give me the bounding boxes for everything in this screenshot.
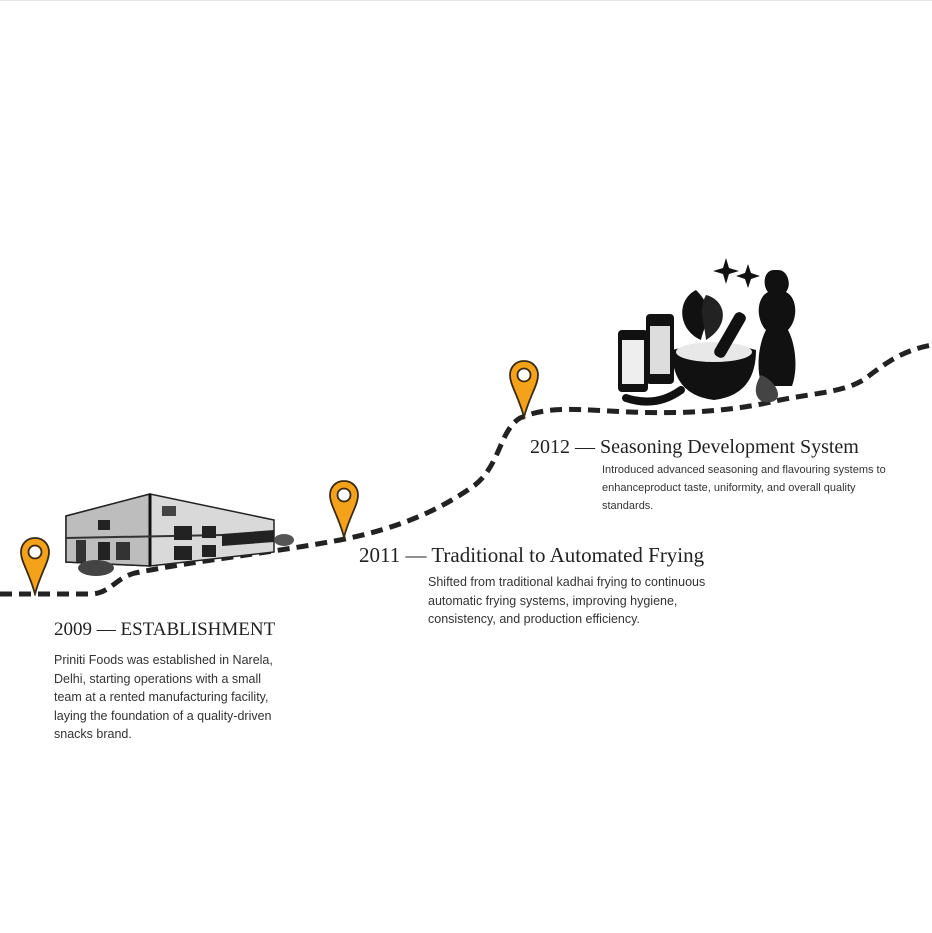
top-border (0, 0, 932, 1)
spices-illustration (618, 258, 796, 406)
map-pin-icon (509, 360, 539, 420)
milestone-2012-title: 2012 — Seasoning Development System (530, 436, 859, 458)
milestone-2011-title: 2011 — Traditional to Automated Frying (359, 543, 705, 567)
factory-illustration (65, 493, 294, 576)
map-pin-icon (329, 480, 359, 540)
milestone-2012-description: Introduced advanced seasoning and flavou… (602, 464, 886, 512)
map-pin-icon (20, 537, 50, 596)
milestone-2011-description: Shifted from traditional kadhai frying t… (428, 575, 706, 626)
milestone-2009-title: 2009 — ESTABLISHMENT (54, 619, 276, 640)
milestone-2009-description: Priniti Foods was established in Narela,… (54, 653, 273, 741)
